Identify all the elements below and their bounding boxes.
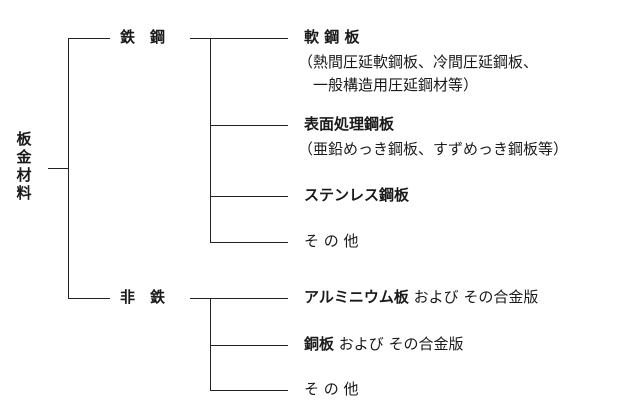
- root-char: 板: [16, 130, 32, 148]
- ferrous-children-vertical: [210, 38, 211, 242]
- ferrous-branch-line: [68, 38, 110, 39]
- soft-steel-branch: [210, 38, 288, 39]
- copper-item: 銅板 および その合金版: [304, 334, 464, 354]
- ferrous-other-branch: [210, 242, 288, 243]
- ferrous-label: 鉄 鋼: [120, 28, 166, 46]
- aluminum-suffix: および その合金版: [408, 288, 539, 306]
- stainless-branch: [210, 196, 288, 197]
- nonferrous-to-children-line: [190, 298, 210, 299]
- nonferrous-label: 非 鉄: [120, 288, 166, 306]
- aluminum-branch: [210, 298, 288, 299]
- root-char: 料: [16, 184, 32, 202]
- nonferrous-other-branch: [210, 390, 288, 391]
- stainless-name: ステンレス鋼板: [304, 186, 410, 204]
- copper-branch: [210, 345, 288, 346]
- aluminum-item: アルミニウム板 および その合金版: [304, 287, 538, 307]
- nonferrous-branch-line: [68, 298, 110, 299]
- nonferrous-other-name: そ の 他: [304, 380, 359, 398]
- surface-treated-desc: （亜鉛めっき鋼板、すずめっき鋼板等）: [298, 140, 569, 158]
- level1-vertical: [68, 38, 69, 298]
- ferrous-other-name: そ の 他: [304, 232, 359, 250]
- root-char: 材: [16, 166, 32, 184]
- soft-steel-desc-1: （熱間圧延軟鋼板、冷間圧延鋼板、: [298, 53, 539, 71]
- root-label: 板 金 材 料: [14, 130, 34, 202]
- aluminum-name: アルミニウム板: [304, 288, 409, 306]
- soft-steel-desc-2: 一般構造用圧延鋼材等）: [313, 76, 479, 94]
- root-char: 金: [16, 148, 32, 166]
- surface-treated-name: 表面処理鋼板: [304, 115, 395, 133]
- root-connector: [48, 168, 68, 169]
- surface-treated-branch: [210, 125, 288, 126]
- ferrous-to-children-line: [190, 38, 210, 39]
- nonferrous-children-vertical: [210, 298, 211, 390]
- soft-steel-name: 軟 鋼 板: [304, 28, 360, 46]
- copper-suffix: および その合金版: [334, 335, 464, 353]
- copper-name: 銅板: [304, 335, 335, 353]
